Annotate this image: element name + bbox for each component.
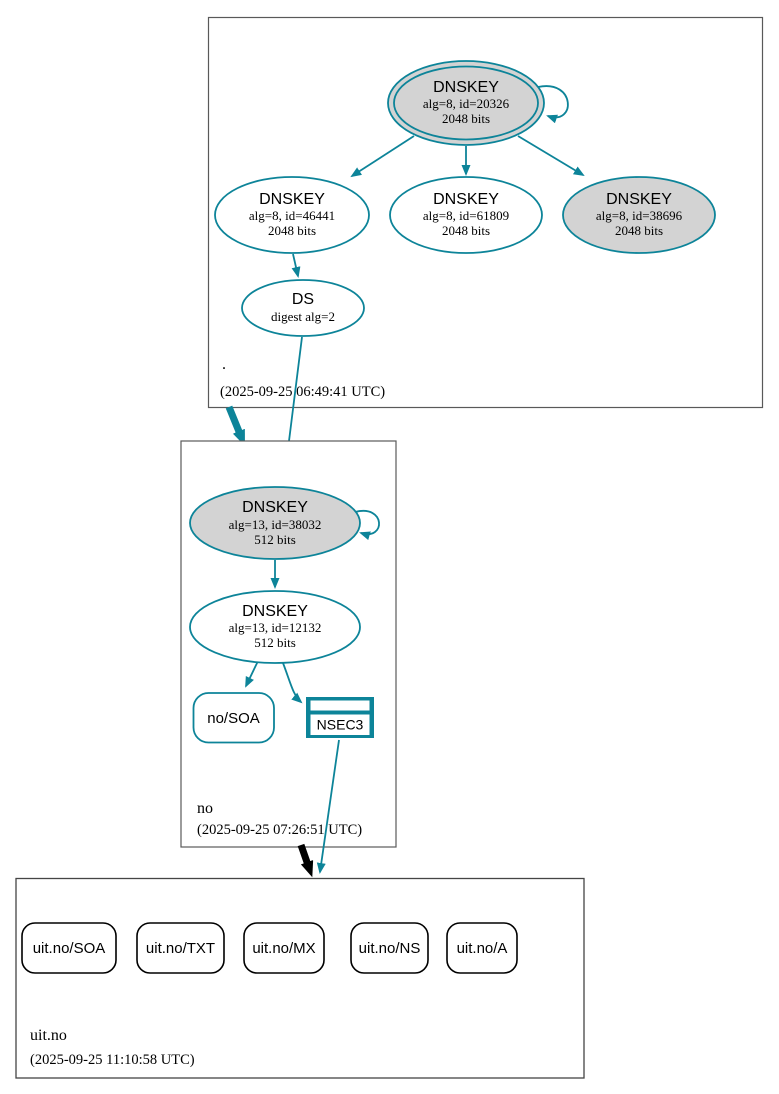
node-root-dnskey-61809: DNSKEY alg=8, id=61809 2048 bits	[389, 176, 543, 254]
node-uitno-soa-shape	[21, 922, 117, 974]
zone-uitno-timestamp: (2025-09-25 11:10:58 UTC)	[30, 1052, 195, 1068]
node-root-dnskey-20326-detail2: 2048 bits	[442, 111, 490, 126]
edge-no-zsk-to-nsec3	[282, 662, 303, 704]
node-no-dnskey-38032-detail1: alg=13, id=38032	[229, 517, 322, 532]
node-root-dnskey-20326-title: DNSKEY	[433, 79, 499, 96]
edge-no-to-uitno-delegation	[297, 843, 314, 878]
node-uitno-txt-label: uit.no/TXT	[146, 940, 215, 957]
node-root-ds-detail1: digest alg=2	[271, 309, 335, 324]
node-root-dnskey-46441-title: DNSKEY	[259, 191, 325, 208]
node-uitno-ns-shape	[350, 922, 429, 974]
node-no-nsec3-label-strip	[310, 714, 370, 735]
node-no-dnskey-12132-detail2: 512 bits	[254, 635, 296, 650]
node-uitno-ns-label: uit.no/NS	[359, 940, 421, 957]
node-uitno-mx: uit.no/MX	[243, 922, 325, 974]
node-uitno-soa-label: uit.no/SOA	[33, 940, 106, 957]
node-uitno-txt: uit.no/TXT	[136, 922, 225, 974]
node-root-dnskey-61809-detail2: 2048 bits	[442, 223, 490, 238]
node-uitno-mx-label: uit.no/MX	[252, 940, 315, 957]
node-no-nsec3-top-strip	[310, 700, 370, 711]
node-root-dnskey-38696-detail1: alg=8, id=38696	[596, 208, 683, 223]
node-root-ds-title: DS	[292, 291, 314, 308]
node-root-dnskey-61809-shape	[389, 176, 543, 254]
node-no-dnskey-38032: DNSKEY alg=13, id=38032 512 bits	[189, 486, 361, 560]
edge-root-ksk-to-zsk38696	[517, 135, 585, 177]
node-root-ds-shape	[241, 279, 365, 337]
node-root-ds: DS digest alg=2	[241, 279, 365, 337]
edge-root-ksk-to-zsk46441	[350, 135, 415, 178]
zone-no-timestamp: (2025-09-25 07:26:51 UTC)	[197, 822, 362, 838]
edge-nsec3-to-uitno	[316, 739, 340, 874]
node-root-dnskey-20326-inner	[393, 65, 539, 141]
zone-uitno: uit.no/SOA uit.no/TXT uit.no/MX uit.no/N…	[15, 877, 585, 1079]
node-no-soa: no/SOA	[192, 692, 275, 744]
node-no-soa-shape	[192, 692, 275, 744]
node-uitno-mx-shape	[243, 922, 325, 974]
node-root-dnskey-38696: DNSKEY alg=8, id=38696 2048 bits	[562, 176, 716, 254]
node-root-dnskey-20326-detail1: alg=8, id=20326	[423, 96, 510, 111]
node-no-nsec3: NSEC3	[306, 697, 374, 738]
node-no-soa-label: no/SOA	[207, 710, 260, 727]
zone-root-timestamp: (2025-09-25 06:49:41 UTC)	[220, 384, 385, 400]
node-uitno-soa: uit.no/SOA	[21, 922, 117, 974]
edge-root-ksk-self-loop	[537, 85, 569, 124]
node-uitno-a-shape	[446, 922, 518, 974]
node-root-dnskey-46441-detail2: 2048 bits	[268, 223, 316, 238]
node-uitno-a-label: uit.no/A	[457, 940, 508, 957]
node-root-dnskey-46441: DNSKEY alg=8, id=46441 2048 bits	[214, 176, 370, 254]
node-uitno-txt-shape	[136, 922, 225, 974]
node-no-dnskey-12132-shape	[189, 590, 361, 664]
zone-no: DNSKEY alg=13, id=38032 512 bits DNSKEY …	[180, 440, 397, 848]
zone-root-label: .	[222, 356, 226, 373]
node-no-dnskey-38032-detail2: 512 bits	[254, 532, 296, 547]
zone-uitno-box	[15, 877, 585, 1079]
node-no-dnskey-12132-title: DNSKEY	[242, 603, 308, 620]
edge-zsk46441-to-ds	[291, 253, 301, 278]
node-root-dnskey-38696-title: DNSKEY	[606, 191, 672, 208]
node-no-dnskey-38032-shape	[189, 486, 361, 560]
node-root-dnskey-46441-shape	[214, 176, 370, 254]
node-uitno-ns: uit.no/NS	[350, 922, 429, 974]
node-root-dnskey-61809-detail1: alg=8, id=61809	[423, 208, 509, 223]
edge-no-ksk-self-loop	[354, 509, 380, 541]
node-root-dnskey-38696-shape	[562, 176, 716, 254]
node-root-dnskey-38696-detail2: 2048 bits	[615, 223, 663, 238]
node-no-nsec3-label: NSEC3	[317, 717, 364, 733]
zone-no-label: no	[197, 800, 213, 817]
node-root-dnskey-46441-detail1: alg=8, id=46441	[249, 208, 335, 223]
node-root-dnskey-20326: DNSKEY alg=8, id=20326 2048 bits	[387, 60, 545, 146]
node-no-dnskey-38032-title: DNSKEY	[242, 499, 308, 516]
node-no-dnskey-12132: DNSKEY alg=13, id=12132 512 bits	[189, 590, 361, 664]
node-uitno-a: uit.no/A	[446, 922, 518, 974]
node-root-dnskey-61809-title: DNSKEY	[433, 191, 499, 208]
node-no-dnskey-12132-detail1: alg=13, id=12132	[229, 620, 322, 635]
edge-no-zsk-to-soa	[245, 660, 259, 688]
edge-root-to-no-delegation	[225, 405, 245, 447]
zone-root: DNSKEY alg=8, id=20326 2048 bits DNSKEY …	[207, 16, 764, 409]
zone-uitno-label: uit.no	[30, 1027, 67, 1044]
